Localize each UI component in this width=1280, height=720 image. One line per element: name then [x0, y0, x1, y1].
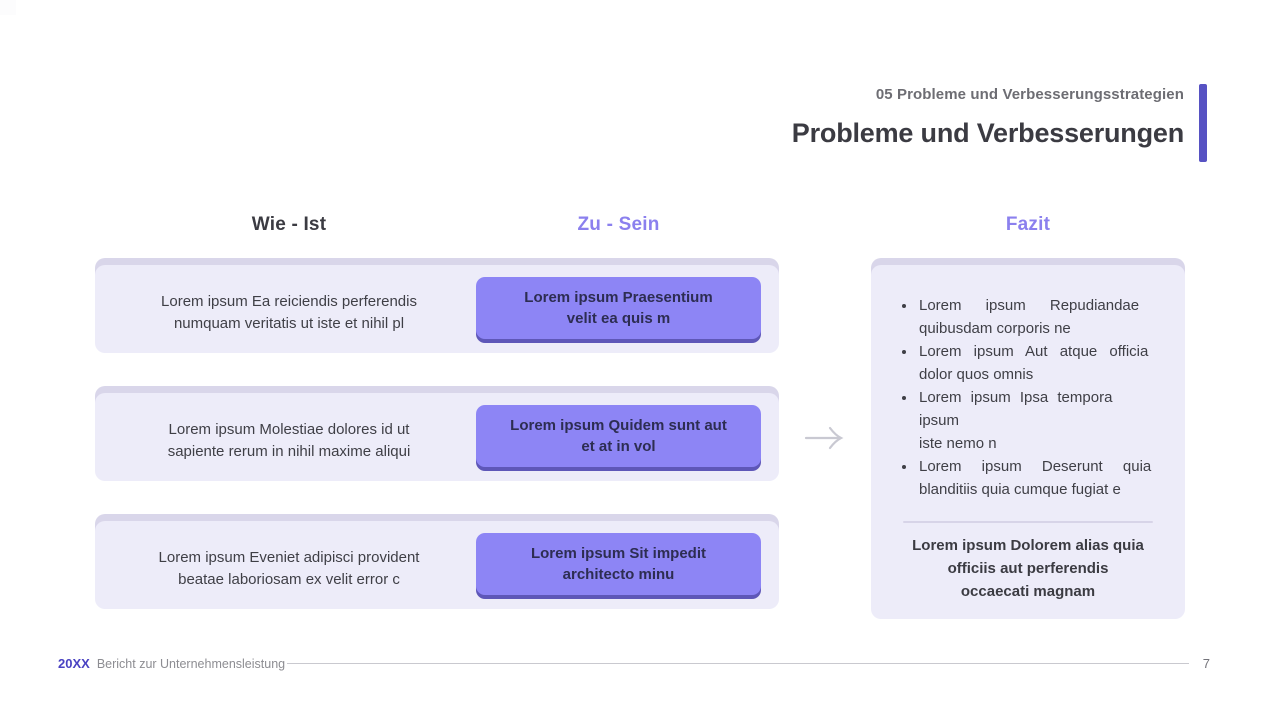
footer: 20XX Bericht zur Unternehmensleistung 7: [58, 655, 1210, 672]
fazit-bullet-item: Lorem ipsum Aut atque officia dolor quos…: [917, 340, 1153, 386]
column-header-zu-sein: Zu - Sein: [577, 214, 660, 235]
sein-button-label: Lorem ipsum Praesentium velit ea quis m: [524, 289, 713, 327]
ist-text: Lorem ipsum Molestiae dolores id ut sapi…: [167, 420, 411, 460]
ist-text: Lorem ipsum Eveniet adipisci provident b…: [158, 548, 420, 588]
sein-button[interactable]: Lorem ipsum Sit impedit architecto minu: [476, 533, 761, 595]
footer-rule: [287, 663, 1189, 664]
page-title: Probleme und Verbesserungen: [791, 118, 1184, 148]
header-kicker: 05 Probleme und Verbesserungsstrategien: [875, 86, 1184, 103]
sein-button[interactable]: Lorem ipsum Praesentium velit ea quis m: [476, 277, 761, 339]
fazit-panel: Lorem ipsum Repudiandae quibusdam corpor…: [871, 265, 1185, 619]
row-card: Lorem ipsum Ea reiciendis perferendis nu…: [95, 258, 779, 353]
ist-text: Lorem ipsum Ea reiciendis perferendis nu…: [161, 292, 417, 332]
page-number: 7: [1202, 656, 1210, 671]
row-card: Lorem ipsum Molestiae dolores id ut sapi…: [95, 386, 779, 481]
column-header-wie-ist: Wie - Ist: [251, 214, 327, 235]
sein-button[interactable]: Lorem ipsum Quidem sunt aut et at in vol: [476, 405, 761, 467]
footer-year: 20XX: [58, 656, 90, 671]
header-accent-bar: [1199, 84, 1207, 162]
fazit-bullet-item: Lorem ipsum Deserunt quia blanditiis qui…: [917, 455, 1153, 501]
right-arrow-icon: [800, 421, 852, 455]
corner-artifact: [0, 0, 16, 15]
fazit-bullet-item: Lorem ipsum Repudiandae quibusdam corpor…: [917, 294, 1153, 340]
sein-button-label: Lorem ipsum Quidem sunt aut et at in vol: [510, 417, 727, 455]
fazit-summary: Lorem ipsum Dolorem alias quia officiis …: [912, 537, 1144, 600]
fazit-divider: [903, 521, 1153, 523]
footer-label: Bericht zur Unternehmensleistung: [96, 656, 286, 671]
row-card: Lorem ipsum Eveniet adipisci provident b…: [95, 514, 779, 609]
column-header-fazit: Fazit: [1005, 214, 1051, 235]
sein-button-label: Lorem ipsum Sit impedit architecto minu: [530, 545, 707, 583]
fazit-bullet-item: Lorem ipsum Ipsa tempora ipsum iste nemo…: [917, 386, 1153, 455]
fazit-bullet-list: Lorem ipsum Repudiandae quibusdam corpor…: [903, 294, 1153, 501]
